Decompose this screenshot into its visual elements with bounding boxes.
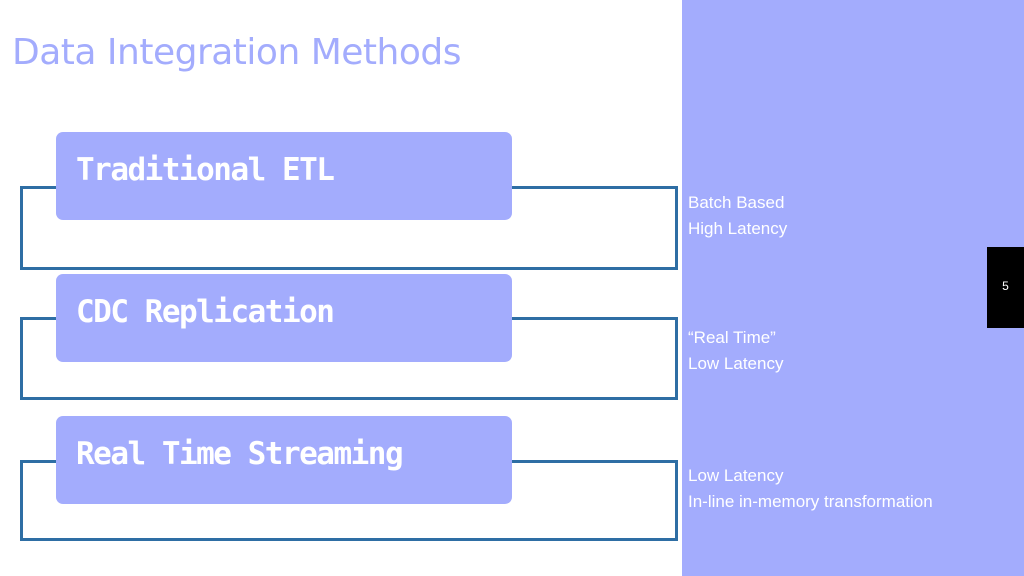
description-line: Batch Based <box>688 193 785 212</box>
method-description: Batch Based High Latency <box>688 190 787 242</box>
page-number-badge: 5 <box>987 247 1024 328</box>
description-line: “Real Time” <box>688 328 776 347</box>
description-line: Low Latency <box>688 466 784 485</box>
connector-bracket <box>20 460 678 541</box>
method-box-cdc-replication: CDC Replication <box>56 274 512 362</box>
method-label: Traditional ETL <box>76 152 335 188</box>
connector-bracket <box>20 317 678 400</box>
connector-bracket <box>20 186 678 270</box>
connector-line <box>512 186 678 189</box>
method-label: CDC Replication <box>76 294 335 330</box>
method-description: “Real Time” Low Latency <box>688 325 783 377</box>
description-line: Low Latency <box>688 354 784 373</box>
right-panel <box>682 0 1024 576</box>
method-box-real-time-streaming: Real Time Streaming <box>56 416 512 504</box>
connector-line <box>512 317 678 320</box>
method-label: Real Time Streaming <box>76 436 404 472</box>
description-line: In-line in-memory transformation <box>688 492 933 511</box>
connector-line <box>512 460 678 463</box>
description-line: High Latency <box>688 219 788 238</box>
connector-line <box>20 186 56 189</box>
connector-line <box>20 460 56 463</box>
page-number: 5 <box>1002 279 1009 293</box>
slide-title: Data Integration Methods <box>12 32 462 73</box>
connector-line <box>20 317 56 320</box>
method-box-traditional-etl: Traditional ETL <box>56 132 512 220</box>
method-description: Low Latency In-line in-memory transforma… <box>688 463 933 515</box>
